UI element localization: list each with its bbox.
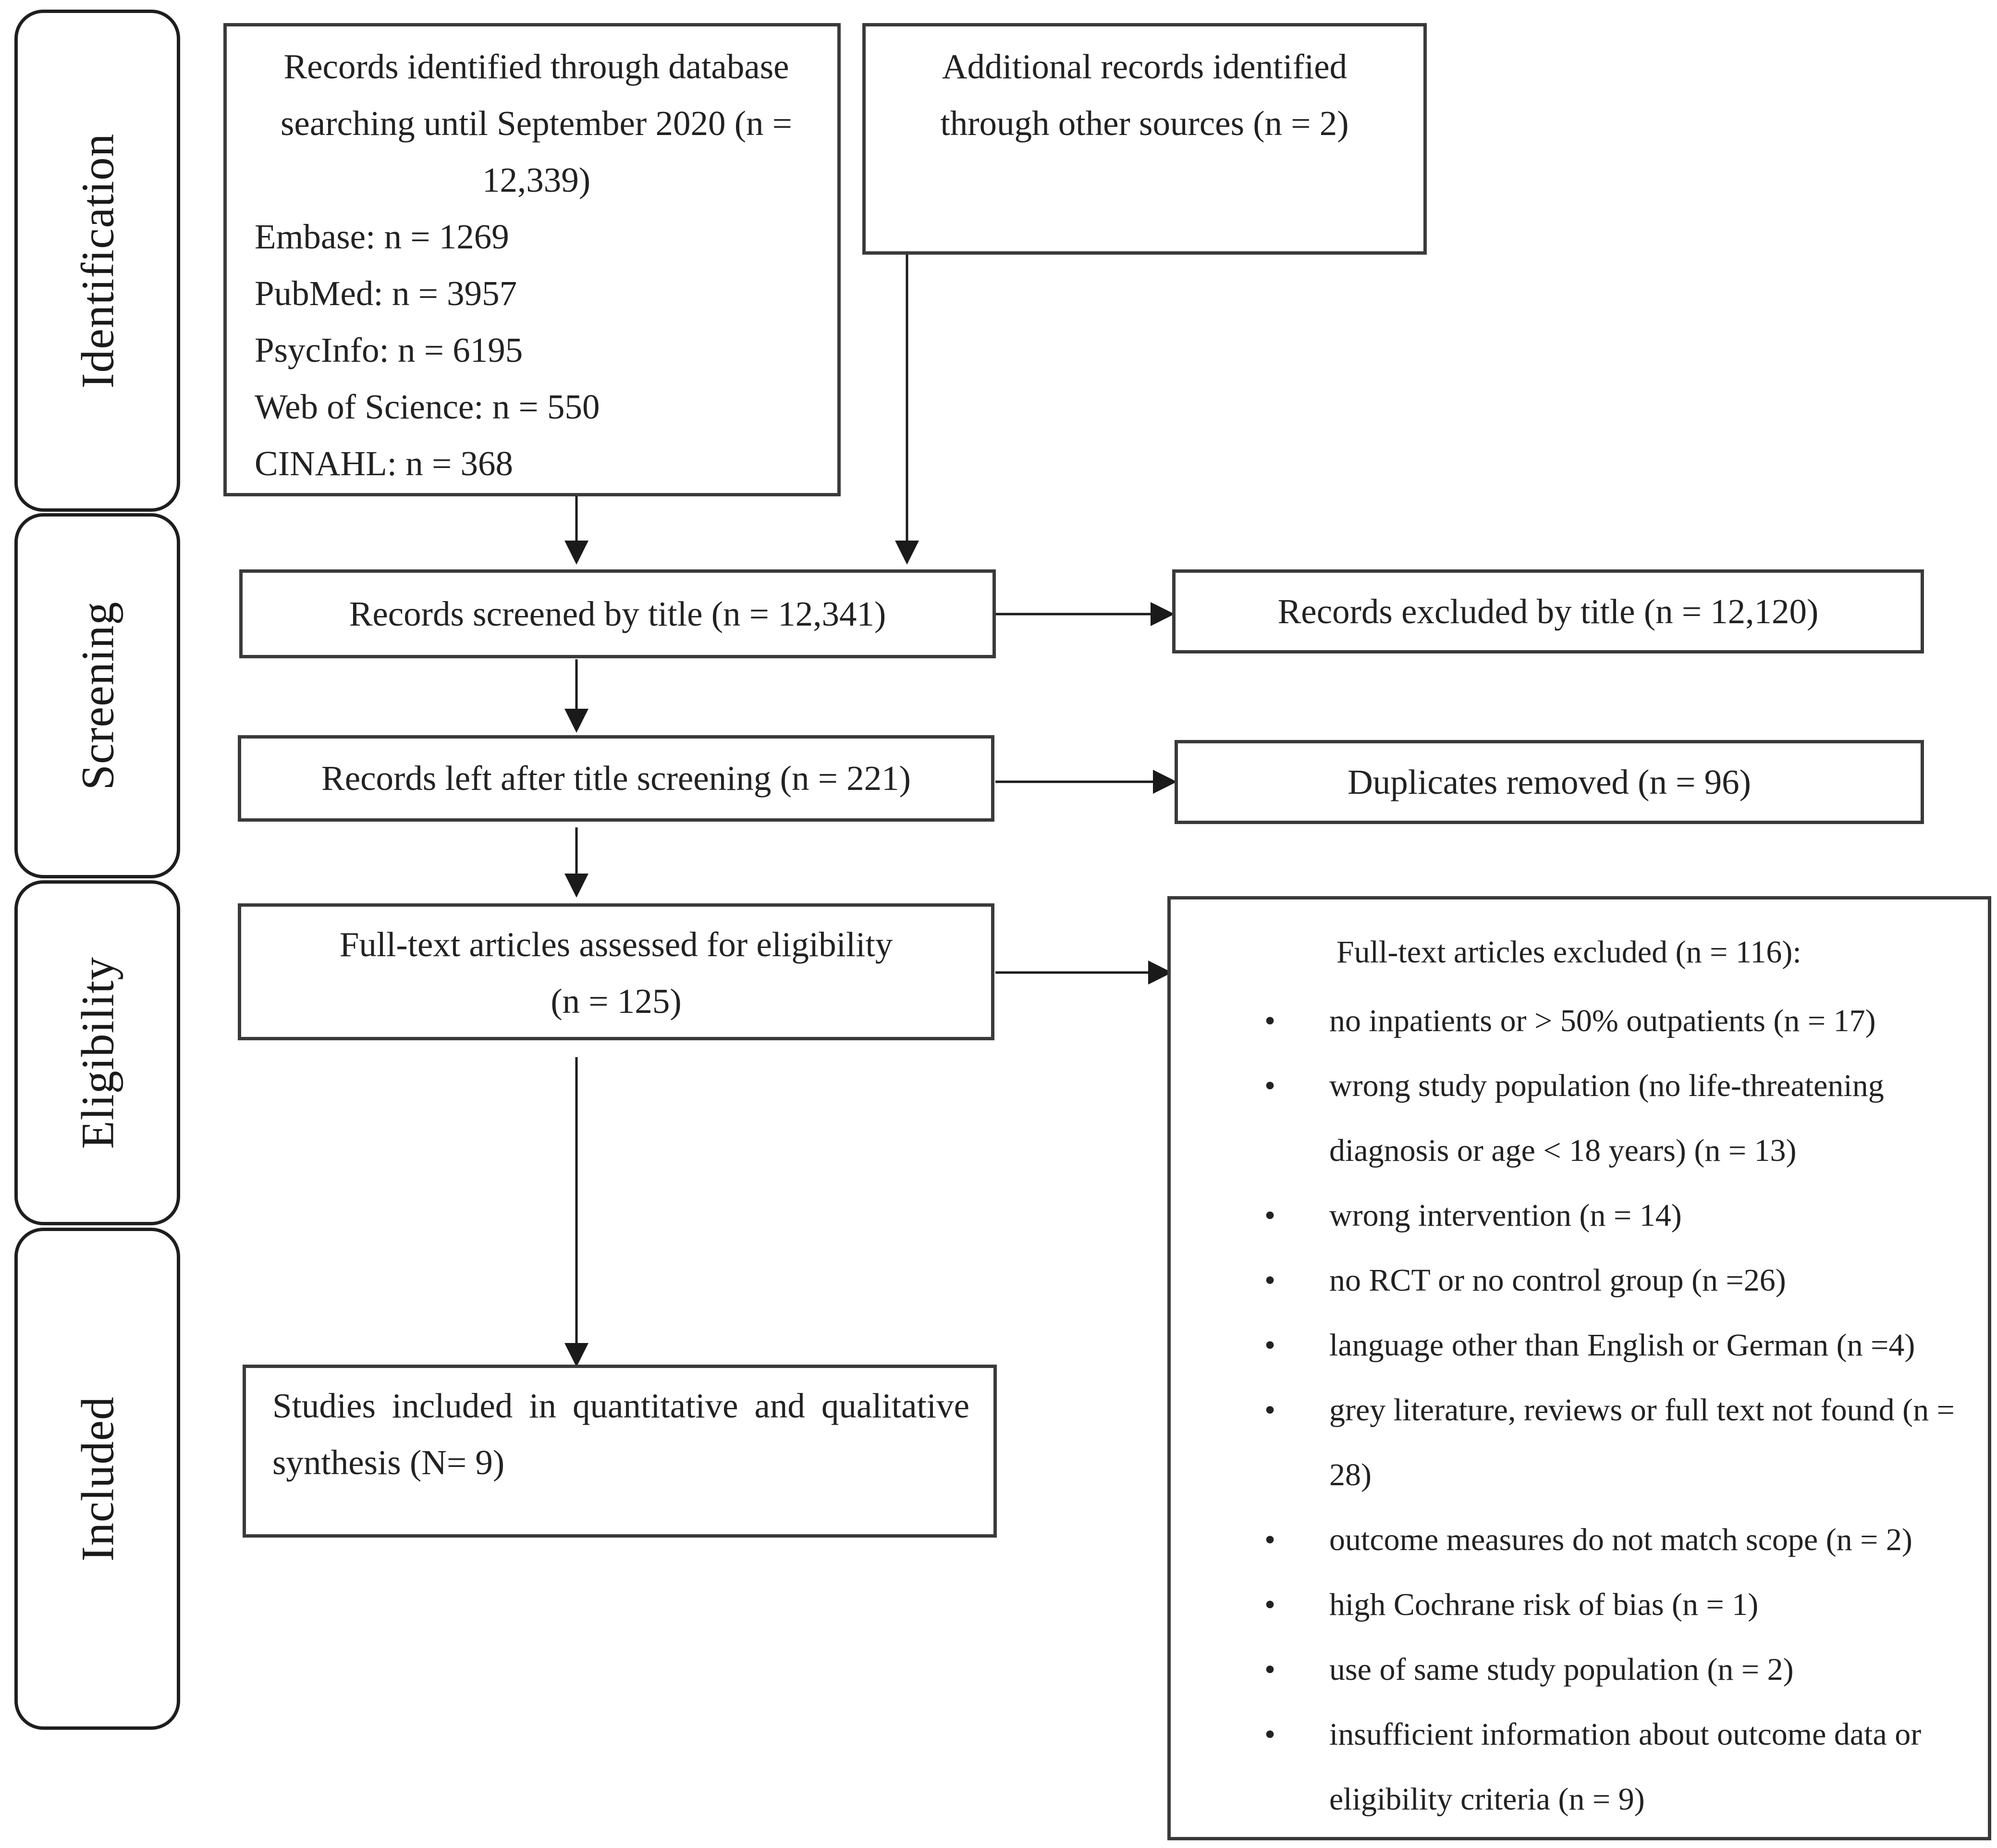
- studies-included-box: Studies included in quantitative and qua…: [243, 1365, 997, 1538]
- other-sources-line2: through other sources (n = 2): [940, 104, 1349, 143]
- stage-eligibility: Eligibility: [14, 880, 180, 1225]
- fulltext-assessed-line2: (n = 125): [551, 982, 682, 1021]
- source-psycinfo: PsycInfo: n = 6195: [255, 331, 523, 370]
- source-cinahl: CINAHL: n = 368: [255, 444, 513, 483]
- database-records-heading-line1: Records identified through database: [283, 47, 789, 86]
- records-left-box: Records left after title screening (n = …: [238, 735, 994, 822]
- exclusion-reason-item: wrong study population (no life-threaten…: [1171, 1053, 1969, 1183]
- stage-identification-label: Identification: [72, 133, 123, 389]
- studies-included-text: Studies included in quantitative and qua…: [272, 1386, 969, 1482]
- duplicates-removed-box: Duplicates removed (n = 96): [1175, 740, 1924, 824]
- exclusion-reason-item: grey literature, reviews or full text no…: [1171, 1378, 1969, 1507]
- stage-eligibility-label: Eligibility: [72, 956, 123, 1149]
- exclusion-reason-item: language other than English or German (n…: [1171, 1313, 1969, 1378]
- records-excluded-title-text: Records excluded by title (n = 12,120): [1277, 591, 1819, 631]
- stage-identification: Identification: [14, 10, 180, 512]
- records-screened-box: Records screened by title (n = 12,341): [239, 569, 996, 658]
- fulltext-assessed-box: Full-text articles assessed for eligibil…: [238, 903, 994, 1040]
- source-embase: Embase: n = 1269: [255, 217, 509, 256]
- source-web-of-science: Web of Science: n = 550: [255, 387, 600, 426]
- exclusion-reason-item: no inpatients or > 50% outpatients (n = …: [1171, 988, 1969, 1053]
- exclusion-reason-item: insufficient information about outcome d…: [1171, 1702, 1969, 1832]
- other-sources-line1: Additional records identified: [942, 47, 1348, 86]
- duplicates-removed-text: Duplicates removed (n = 96): [1348, 762, 1751, 801]
- records-excluded-title-box: Records excluded by title (n = 12,120): [1172, 569, 1924, 653]
- database-records-heading-line3: 12,339): [482, 160, 591, 199]
- records-screened-text: Records screened by title (n = 12,341): [349, 594, 886, 633]
- database-records-heading-line2: searching until September 2020 (n =: [281, 104, 792, 143]
- source-pubmed: PubMed: n = 3957: [255, 274, 517, 313]
- stage-screening-label: Screening: [72, 601, 123, 790]
- stage-included-label: Included: [72, 1396, 123, 1562]
- exclusion-reason-item: wrong intervention (n = 14): [1171, 1183, 1969, 1248]
- exclusion-reason-item: high Cochrane risk of bias (n = 1): [1171, 1572, 1969, 1637]
- exclusion-reason-item: outcome measures do not match scope (n =…: [1171, 1507, 1969, 1572]
- database-records-box: Records identified through database sear…: [223, 23, 841, 496]
- records-left-text: Records left after title screening (n = …: [321, 759, 911, 798]
- fulltext-excluded-heading: Full-text articles excluded (n = 116):: [1336, 935, 1801, 970]
- other-sources-box: Additional records identified through ot…: [862, 23, 1427, 255]
- exclusion-reasons-list: no inpatients or > 50% outpatients (n = …: [1171, 988, 1969, 1832]
- stage-included: Included: [14, 1228, 180, 1730]
- exclusion-reason-item: use of same study population (n = 2): [1171, 1637, 1969, 1702]
- stage-screening: Screening: [14, 513, 180, 878]
- fulltext-assessed-line1: Full-text articles assessed for eligibil…: [339, 925, 893, 964]
- exclusion-reason-item: no RCT or no control group (n =26): [1171, 1248, 1969, 1313]
- fulltext-excluded-box: Full-text articles excluded (n = 116): n…: [1167, 896, 1991, 1840]
